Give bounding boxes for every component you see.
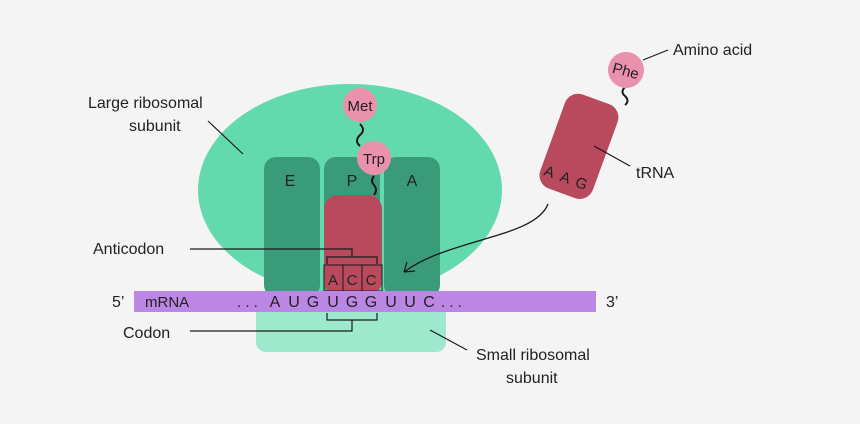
a-site-label: A <box>407 173 418 190</box>
mrna-base: U <box>385 294 397 311</box>
anticodon-base: C <box>366 272 377 289</box>
a-site-slot <box>384 157 440 297</box>
bound-trna <box>324 195 382 295</box>
large-subunit-leader-line <box>207 120 244 155</box>
trp-label: Trp <box>363 151 385 168</box>
phe-label: Phe <box>611 60 641 83</box>
mrna-base: U <box>327 294 339 311</box>
small-ribosomal-subunit <box>256 300 446 352</box>
amino-acid-leader-line <box>642 49 669 61</box>
phe-trna-link <box>621 86 629 106</box>
anticodon-leader-line <box>190 248 353 257</box>
entry-arrowhead <box>403 261 416 273</box>
mrna-base: U <box>288 294 300 311</box>
p-site-label: P <box>347 173 358 190</box>
mrna-base: C <box>423 294 435 311</box>
peptide-bond-wavy <box>356 123 364 147</box>
mrna-base: U <box>404 294 416 311</box>
anticodon-base: A <box>328 272 338 289</box>
trp-amino-acid <box>357 141 391 175</box>
large-subunit-label-line1: Large ribosomal <box>88 95 203 112</box>
incoming-trna: A A G <box>539 93 619 199</box>
small-subunit-label-line2: subunit <box>506 370 558 387</box>
mrna-label: mRNA <box>145 294 189 311</box>
three-prime-label: 3’ <box>606 294 618 311</box>
e-site-slot <box>264 157 320 297</box>
phe-amino-acid: Phe <box>608 52 644 88</box>
mrna-trailing-dots: . . . <box>441 294 462 311</box>
e-site-label: E <box>285 173 296 190</box>
met-amino-acid <box>343 88 377 122</box>
anticodon-label: Anticodon <box>93 241 164 258</box>
mrna-base: G <box>365 294 377 311</box>
five-prime-label: 5’ <box>112 294 124 311</box>
small-subunit-label-line1: Small ribosomal <box>476 347 590 364</box>
mrna-strand <box>134 291 596 312</box>
incoming-anticodon-base: G <box>573 174 590 194</box>
trna-label: tRNA <box>636 165 675 182</box>
amino-acid-label: Amino acid <box>673 42 752 59</box>
mrna-base: A <box>270 294 281 311</box>
trna-leader-line <box>593 145 631 167</box>
small-subunit-leader-line <box>429 329 468 351</box>
large-subunit-label-line2: subunit <box>129 118 181 135</box>
mrna-base: G <box>346 294 358 311</box>
codon-leader-line <box>190 320 353 332</box>
anticodon-base: C <box>347 272 358 289</box>
met-label: Met <box>347 98 373 115</box>
mrna-base: G <box>307 294 319 311</box>
trp-trna-link <box>371 175 377 196</box>
entry-arrow <box>403 203 549 273</box>
mrna-leading-dots: . . . <box>237 294 258 311</box>
codon-label: Codon <box>123 325 170 342</box>
